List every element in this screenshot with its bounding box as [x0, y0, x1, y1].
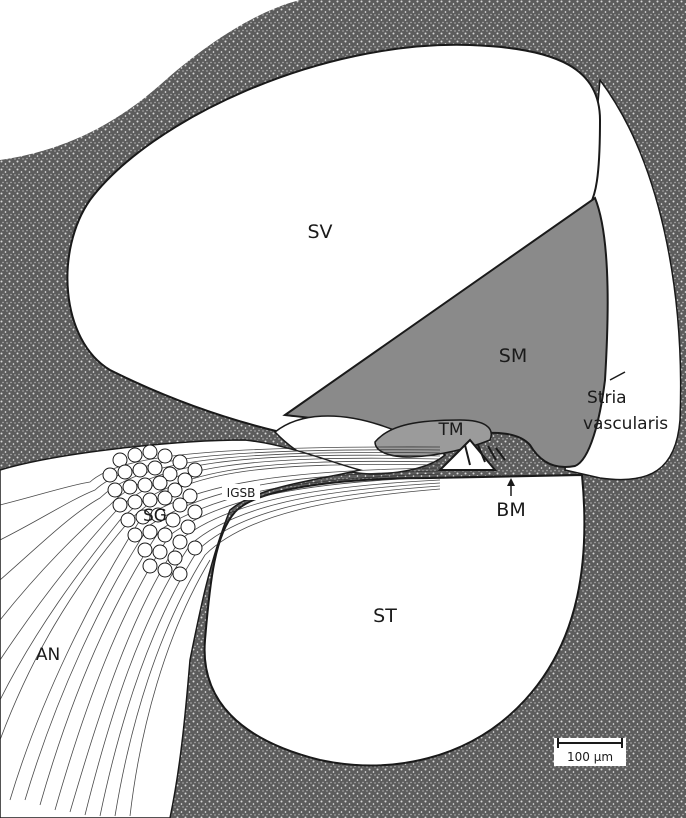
label-an: AN	[36, 645, 60, 665]
scale-bar-label: 100 µm	[567, 750, 613, 764]
label-sm: SM	[499, 345, 527, 367]
label-sv: SV	[307, 221, 332, 243]
label-st: ST	[373, 605, 397, 627]
label-bm: BM	[496, 499, 525, 521]
label-igsb: IGSB	[227, 486, 256, 500]
label-stria-line1: Stria	[587, 388, 627, 408]
label-sg: SG	[143, 506, 167, 526]
label-stria-line2: vascularis	[583, 414, 668, 434]
scale-bar: 100 µm	[554, 738, 626, 766]
label-tm: TM	[437, 420, 463, 440]
